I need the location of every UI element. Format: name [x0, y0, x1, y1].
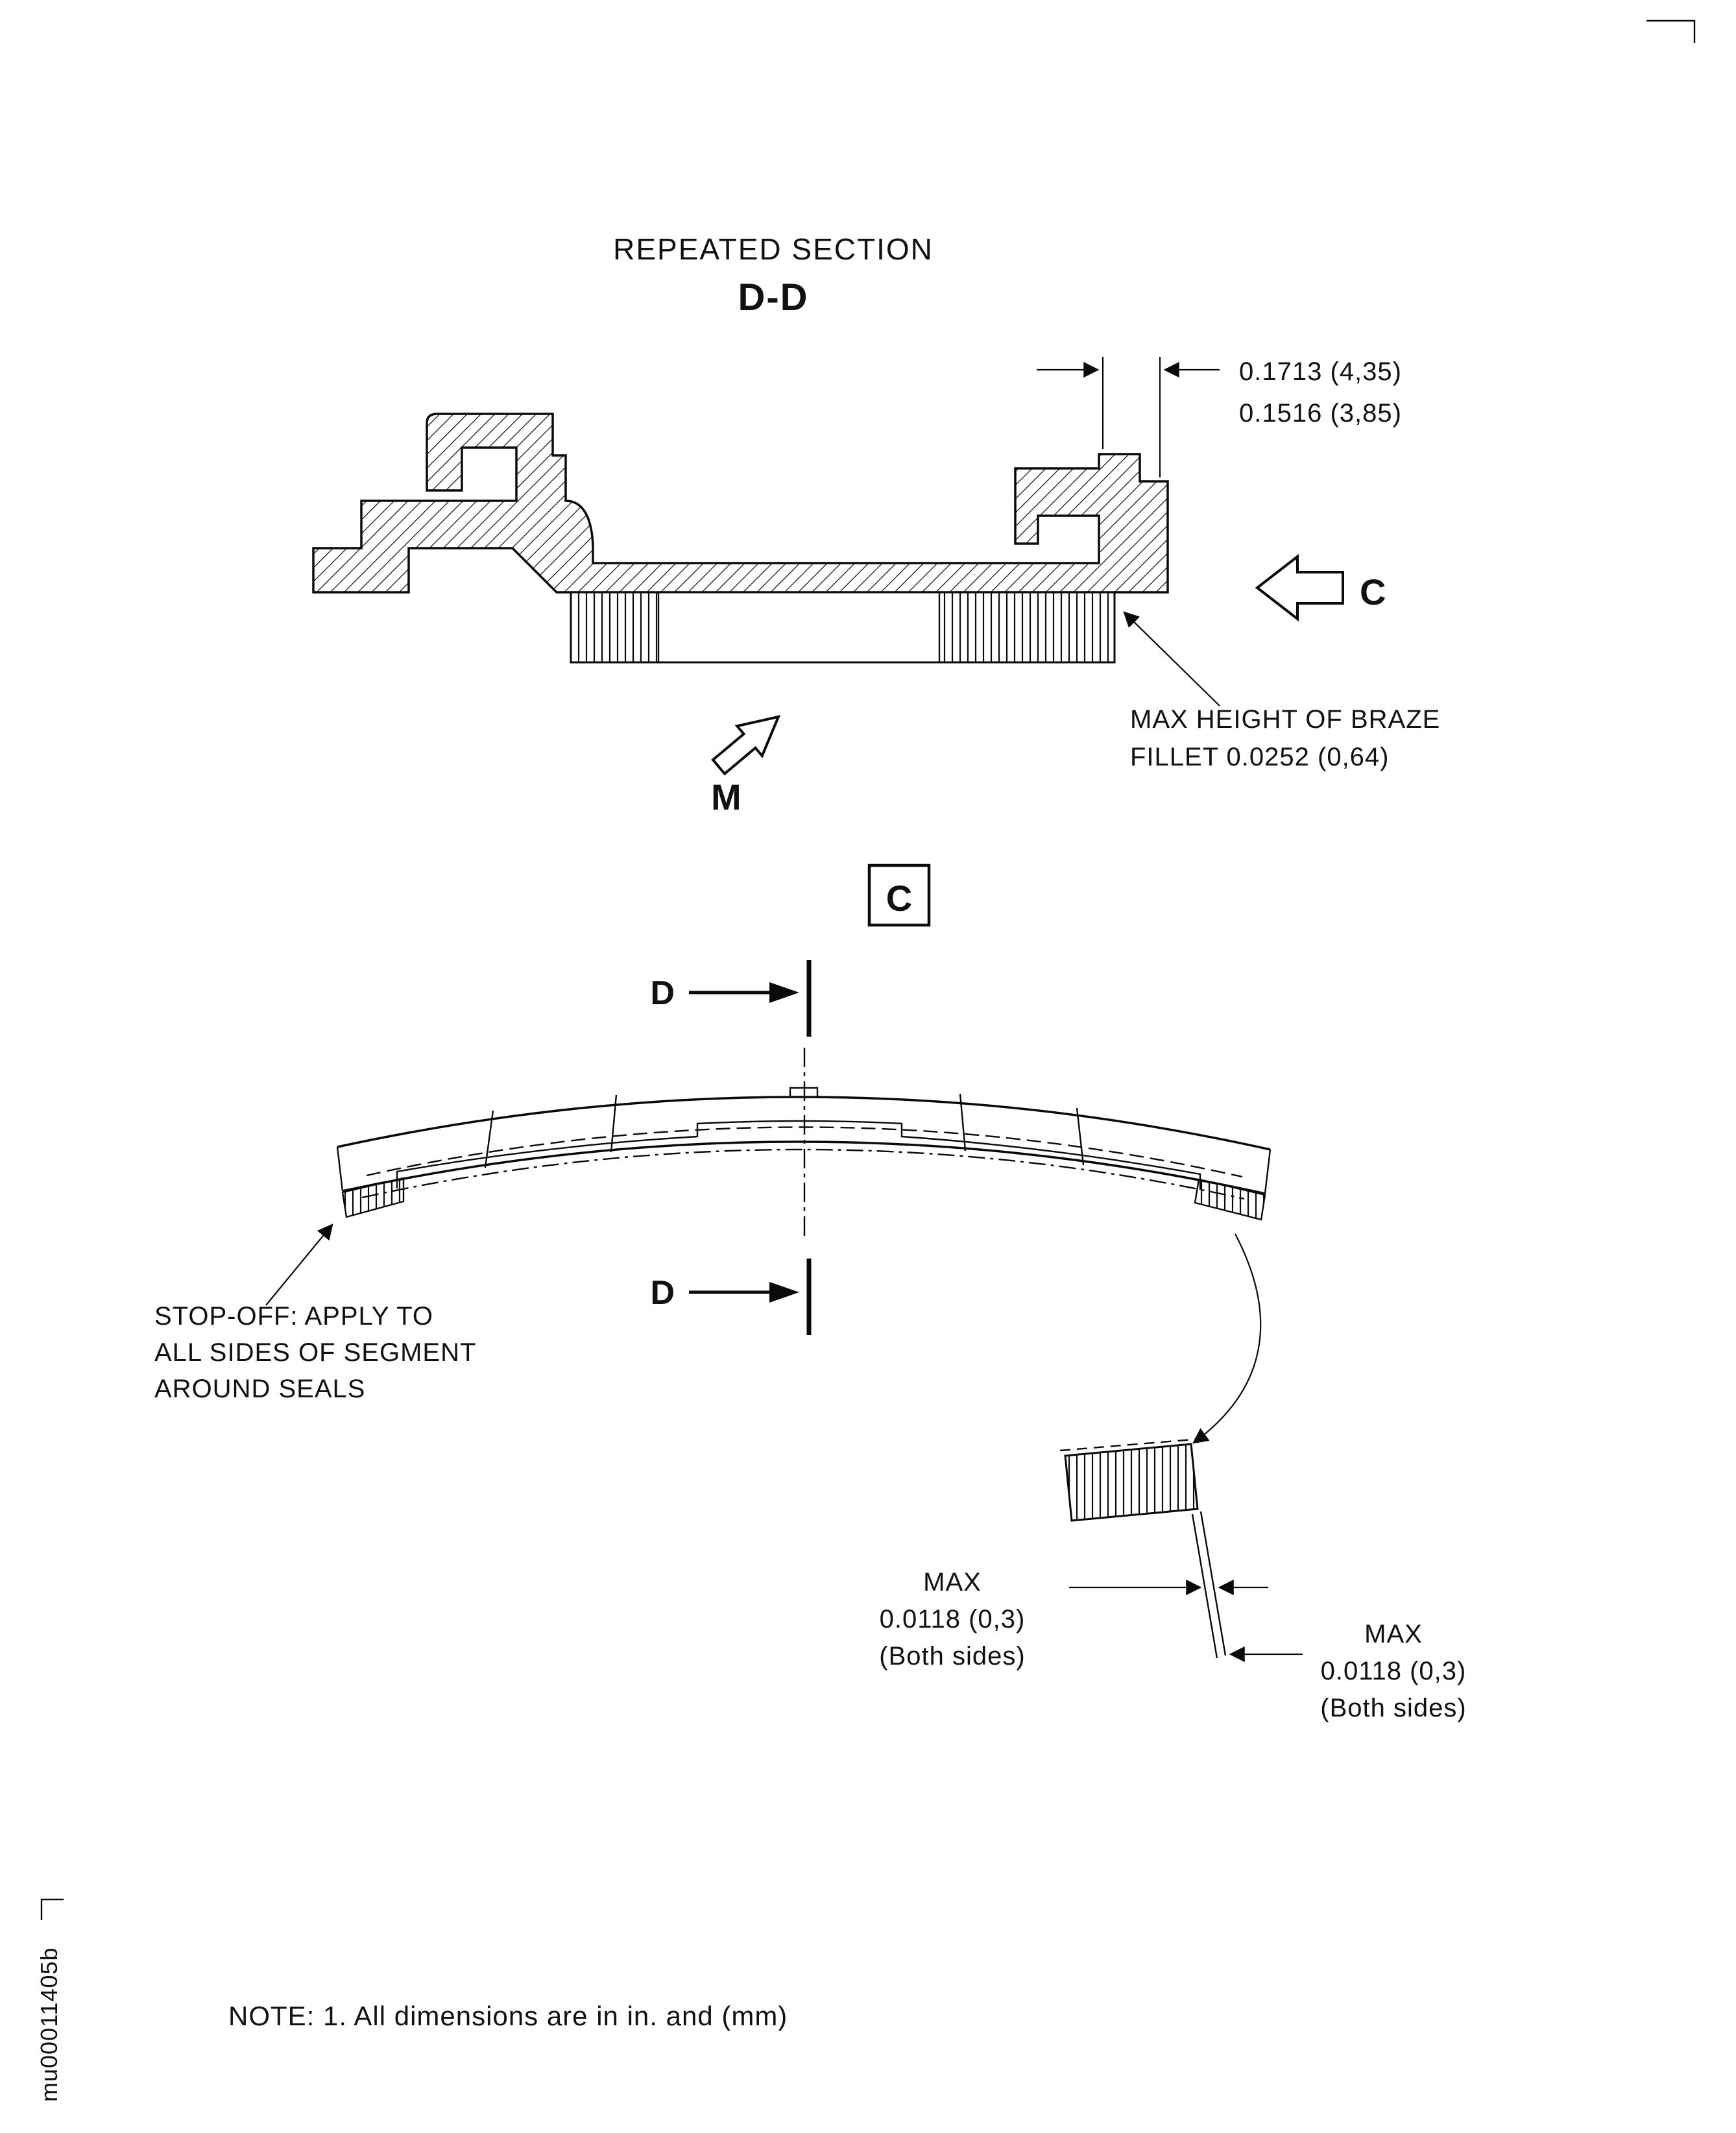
m-block-arrow-icon: [711, 715, 781, 776]
thickness-right-max: MAX: [1364, 1620, 1423, 1648]
radial-tick: [484, 1110, 494, 1168]
section-d-bottom-label: D: [650, 1274, 675, 1312]
section-d-bottom-arrowhead: [769, 1282, 799, 1303]
section-d-top-label: D: [650, 974, 675, 1012]
dim-value-min: 0.1516 (3,85): [1239, 399, 1402, 428]
view-c: C D D: [154, 863, 1272, 1444]
honeycomb-seal: [570, 591, 1116, 664]
radial-tick: [959, 1093, 967, 1151]
thickness-right-sides: (Both sides): [1320, 1694, 1466, 1722]
doc-id-bracket: [40, 1898, 64, 1920]
braze-strip-right-edge: [1200, 1511, 1227, 1656]
detail-leader: [1192, 1233, 1262, 1444]
section-d-bottom: D: [650, 1259, 812, 1335]
stopoff-note-line1: STOP-OFF: APPLY TO: [154, 1302, 433, 1331]
page-corner-mark: [1646, 19, 1696, 43]
thickness-left-sides: (Both sides): [879, 1642, 1025, 1670]
stopoff-note-line2: ALL SIDES OF SEGMENT: [154, 1338, 476, 1367]
stopoff-callout: STOP-OFF: APPLY TO ALL SIDES OF SEGMENT …: [154, 1223, 476, 1403]
dim-value-max: 0.1713 (4,35): [1239, 357, 1402, 386]
thickness-left-max: MAX: [923, 1568, 982, 1597]
section-d-top: D: [650, 960, 812, 1037]
braze-fillet-callout: MAX HEIGHT OF BRAZE FILLET 0.0252 (0,64): [1123, 611, 1440, 771]
radial-tick: [1076, 1107, 1085, 1166]
radial-tick: [610, 1094, 618, 1153]
segment-arc: [336, 1048, 1272, 1236]
thickness-label-left: MAX 0.0118 (0,3) (Both sides): [879, 1568, 1026, 1670]
footer: NOTE: 1. All dimensions are in in. and (…: [36, 1898, 788, 2102]
stopoff-leader: [265, 1223, 333, 1306]
doc-id: mu00011405b: [36, 1947, 62, 2102]
c-block-arrow-icon: [1255, 553, 1344, 622]
view-arrow-c-label: C: [1360, 572, 1386, 612]
thickness-label-right: MAX 0.0118 (0,3) (Both sides): [1320, 1620, 1467, 1722]
braze-note-line1: MAX HEIGHT OF BRAZE: [1130, 705, 1440, 734]
stopoff-note-line3: AROUND SEALS: [154, 1375, 365, 1403]
cross-section-body: [312, 413, 1169, 594]
view-direction-c: C: [1255, 553, 1386, 622]
view-c-box: [867, 863, 931, 927]
braze-leader: [1123, 611, 1220, 706]
braze-detail: MAX 0.0118 (0,3) (Both sides) MAX 0.0118…: [879, 1438, 1467, 1722]
braze-strip-left-edge: [1191, 1513, 1218, 1659]
thickness-left-value: 0.0118 (0,3): [880, 1605, 1026, 1633]
view-direction-m: M: [711, 715, 781, 817]
footer-note: NOTE: 1. All dimensions are in in. and (…: [228, 2001, 788, 2031]
apex-notch: [789, 1087, 819, 1097]
segment-left-end: [336, 1146, 344, 1192]
cross-section-dd: REPEATED SECTION D-D 0.1713 (4,35) 0.151…: [312, 232, 1440, 817]
honeycomb-right-stripes: [938, 591, 1116, 664]
width-dimension: 0.1713 (4,35) 0.1516 (3,85): [1037, 357, 1402, 477]
section-d-top-arrowhead: [769, 982, 799, 1003]
honeycomb-fringe-right: [1194, 1178, 1266, 1221]
view-arrow-m-label: M: [711, 777, 741, 817]
detail-honeycomb-block: [1064, 1443, 1199, 1522]
thickness-right-value: 0.0118 (0,3): [1321, 1657, 1467, 1685]
honeycomb-fringe-left: [341, 1177, 405, 1218]
detail-hidden-line: [1059, 1438, 1201, 1452]
segment-right-end: [1264, 1149, 1272, 1194]
braze-note-line2: FILLET 0.0252 (0,64): [1130, 743, 1390, 771]
section-name: D-D: [738, 276, 808, 319]
honeycomb-left-stripes: [570, 591, 660, 664]
seal-step-profile: [396, 1120, 1201, 1190]
centerline-arc: [361, 1148, 1245, 1200]
section-title: REPEATED SECTION: [613, 232, 934, 266]
view-c-box-label: C: [886, 878, 912, 919]
